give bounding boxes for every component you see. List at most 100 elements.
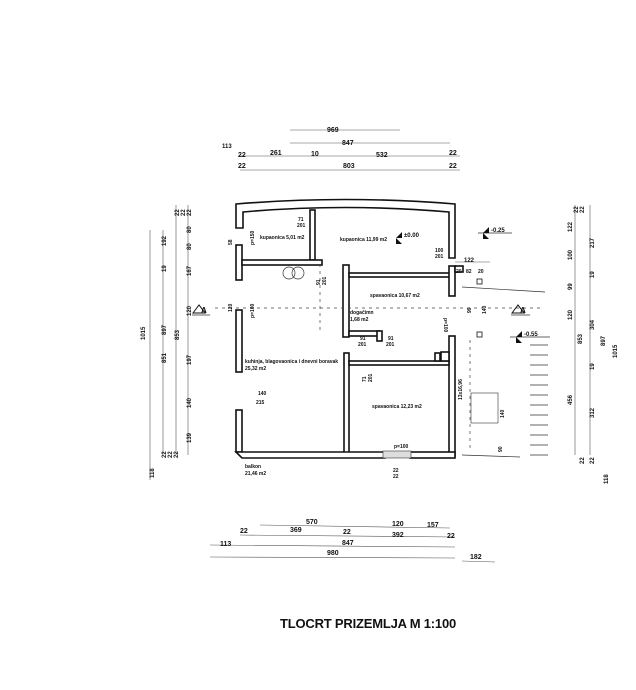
bottom-dimensions: 570 120 157 22 369 22 392 22 113 847 980… bbox=[209, 519, 496, 563]
dim-left-s4: 120 bbox=[187, 305, 193, 316]
dim-left-w5: 22 bbox=[168, 451, 174, 458]
dim-bottom-overall: 980 bbox=[327, 550, 339, 557]
terrace-edge bbox=[461, 286, 546, 293]
stair-treads bbox=[530, 344, 548, 456]
stair-base bbox=[461, 454, 521, 458]
dim-right-r4: 120 bbox=[568, 309, 574, 320]
dim-right-t2: 19 bbox=[590, 271, 596, 278]
room-bath-large: kupaonica 11,99 m2 bbox=[340, 237, 387, 243]
dim-right-c2: 304 bbox=[590, 319, 596, 330]
section-triangle-icon bbox=[511, 304, 525, 314]
wall-left-3 bbox=[235, 409, 243, 453]
dim-right-t3: 19 bbox=[590, 363, 596, 370]
dim-left-c1: 851 bbox=[162, 352, 168, 363]
dim-top-left-offset: 113 bbox=[222, 144, 232, 150]
dim-left-s6: 140 bbox=[187, 397, 193, 408]
wall-left-1 bbox=[235, 244, 243, 281]
window-living-w: 140 bbox=[258, 391, 267, 397]
dim-left-s1: 80 bbox=[187, 226, 193, 233]
washing-machine bbox=[282, 266, 305, 280]
wall-right-stub bbox=[454, 265, 464, 273]
dim-left-s2: 80 bbox=[187, 243, 193, 250]
dim-right-r1: 122 bbox=[568, 221, 574, 232]
dim-top-seg-c: 532 bbox=[376, 152, 388, 159]
entry-dim-a: 122 bbox=[464, 258, 475, 264]
level-terrace: -0.25 bbox=[491, 228, 505, 234]
window-left-top: 58 bbox=[228, 239, 234, 245]
bottom-small-a: 22 bbox=[393, 468, 399, 474]
openings: 71 201 100 201 91 201 91 201 140 215 p=1… bbox=[228, 217, 448, 480]
level-marker-icon bbox=[483, 227, 489, 233]
dim-right-top-w1: 22 bbox=[574, 206, 580, 213]
stairs: 122 20 82 20 99 140 13x16,96 140 90 bbox=[455, 258, 548, 458]
dim-line bbox=[259, 524, 451, 529]
level-marker-icon bbox=[516, 331, 522, 337]
dim-top-seg-b: 10 bbox=[311, 151, 319, 158]
dim-bottom-seg-d: 369 bbox=[290, 527, 302, 534]
entry-dim-b: 20 bbox=[456, 269, 462, 275]
door-hall-2-w: 91 bbox=[388, 336, 394, 342]
dim-left-w1: 22 bbox=[175, 209, 181, 216]
dim-bottom-wall-m: 22 bbox=[343, 529, 351, 536]
wall-bath-bottom bbox=[241, 259, 323, 266]
level-marker-icon bbox=[483, 233, 489, 239]
window-left-mid-p: p=100 bbox=[250, 303, 256, 318]
entry-dim-e: 140 bbox=[482, 305, 488, 314]
room-hall-area: 1,68 m2 bbox=[350, 317, 369, 323]
fixture-circle bbox=[282, 266, 296, 280]
window-left-mid: 120 bbox=[228, 303, 234, 312]
dim-left-s5: 197 bbox=[187, 354, 193, 365]
dim-right-t1: 217 bbox=[590, 237, 596, 248]
dim-right-bot-w2: 22 bbox=[590, 457, 596, 464]
right-dimensions: 22 22 122 100 99 120 456 853 217 19 304 … bbox=[568, 205, 619, 484]
wall-bottom-left bbox=[234, 451, 386, 459]
door-hall-v-h: 201 bbox=[322, 276, 328, 285]
dim-left-c2: 853 bbox=[175, 329, 181, 340]
section-mark-left: A bbox=[201, 306, 207, 315]
dim-top-wall-l2: 22 bbox=[238, 163, 246, 170]
stair-dim-90: 90 bbox=[498, 446, 504, 452]
wall-top bbox=[235, 198, 456, 259]
wall-central bbox=[342, 264, 350, 338]
stairs-label: 13x16,96 bbox=[458, 379, 464, 400]
wall-bath-divider bbox=[309, 209, 316, 261]
wall-living-divider bbox=[343, 352, 350, 454]
dim-top-overall: 969 bbox=[327, 127, 339, 134]
dim-bottom-inner: 847 bbox=[342, 540, 354, 547]
wall-corner-box bbox=[440, 351, 450, 362]
door-hall-v-w: 91 bbox=[316, 279, 322, 285]
wall-right-1 bbox=[448, 265, 456, 297]
stair-box bbox=[470, 392, 499, 424]
level-marker-icon bbox=[516, 337, 522, 343]
walls bbox=[234, 198, 464, 459]
wall-bedroom2-top bbox=[348, 360, 450, 366]
dim-bottom-wall-r: 22 bbox=[447, 533, 455, 540]
wall-bedroom1-top bbox=[348, 272, 452, 278]
dim-left-s3: 167 bbox=[187, 265, 193, 276]
dim-top-inner-2: 803 bbox=[343, 163, 355, 170]
room-living: kuhinja, blagovaonica i dnevni boravak bbox=[245, 359, 338, 365]
section-triangle-icon bbox=[192, 304, 206, 314]
dim-bottom-left-offset: 113 bbox=[220, 541, 231, 548]
fixture-circle bbox=[291, 266, 305, 280]
level-lower: -0.55 bbox=[524, 332, 538, 338]
level-entry: ±0.00 bbox=[404, 233, 420, 239]
room-balcony: balkon bbox=[245, 464, 261, 470]
door-top-h: 201 bbox=[297, 223, 306, 229]
window-right-mid-p: p=100 bbox=[442, 318, 448, 333]
dim-right-r2: 100 bbox=[568, 249, 574, 260]
dim-line bbox=[209, 544, 456, 548]
level-marker-icon bbox=[396, 232, 402, 238]
dim-bottom-seg-b: 120 bbox=[392, 521, 404, 528]
room-bath-small: kupaonica 5,01 m2 bbox=[260, 235, 305, 241]
level-markers: ±0.00 -0.25 -0.55 bbox=[396, 227, 550, 343]
dim-left-s7: 139 bbox=[187, 432, 193, 443]
section-marks: A A bbox=[192, 304, 530, 316]
dim-right-bot-w1: 22 bbox=[580, 457, 586, 464]
door-hall-1-h: 201 bbox=[358, 342, 367, 348]
dim-right-overall: 1015 bbox=[613, 344, 619, 358]
bottom-small-b: 22 bbox=[393, 474, 399, 480]
room-hall-label: dogaĉimn bbox=[350, 310, 374, 316]
door-top-w: 71 bbox=[298, 217, 304, 223]
